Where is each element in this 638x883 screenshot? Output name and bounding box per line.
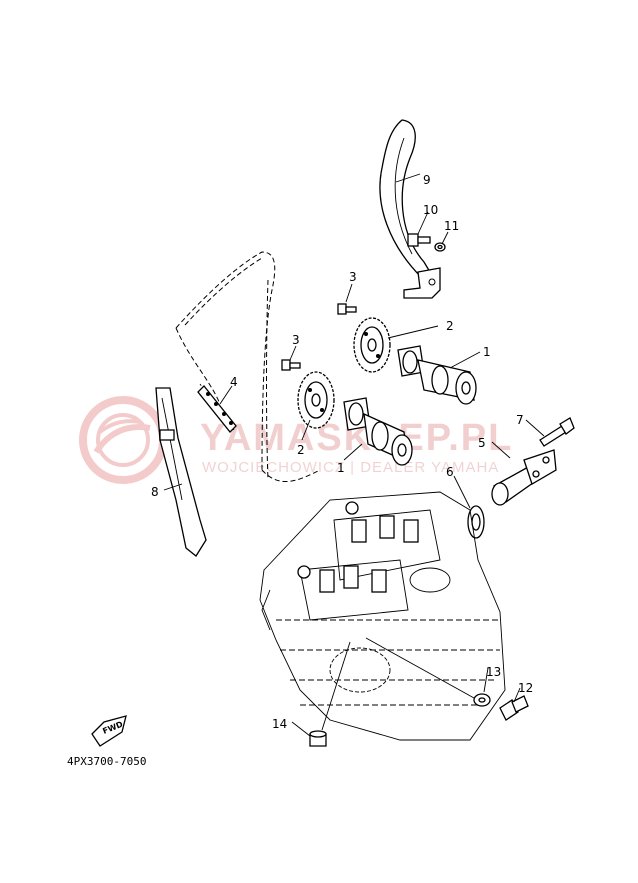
camshaft-upper <box>397 345 477 405</box>
chain-guide-left <box>155 387 207 557</box>
washer-11 <box>434 242 446 252</box>
cam-sprocket-lower <box>297 371 335 429</box>
bolt-3-lower <box>281 359 301 371</box>
callout-12: 12 <box>518 681 533 695</box>
watermark-subtitle: WOJCIECHOWICZ | DEALER YAMAHA <box>202 459 499 476</box>
bolt-7 <box>539 417 575 447</box>
callout-1-upper: 1 <box>483 345 491 359</box>
callout-14: 14 <box>272 717 287 731</box>
chain-guide-upper <box>379 119 441 299</box>
callout-2-lower: 2 <box>297 443 305 457</box>
callout-10: 10 <box>423 203 438 217</box>
valve-train <box>297 501 419 593</box>
callout-4: 4 <box>230 375 238 389</box>
callout-6: 6 <box>446 465 454 479</box>
callout-8: 8 <box>151 485 159 499</box>
dowel-pin-14 <box>309 730 327 747</box>
bolt-10 <box>407 233 431 247</box>
diagram-code: 4PX3700-7050 <box>67 755 146 768</box>
callout-13: 13 <box>486 665 501 679</box>
bolt-3-upper <box>337 303 357 315</box>
callout-2-upper: 2 <box>446 319 454 333</box>
chain-links-4 <box>197 385 237 433</box>
callout-9: 9 <box>423 173 431 187</box>
bolt-12 <box>499 695 529 721</box>
chain-tensioner-5 <box>491 449 557 506</box>
callout-3-upper: 3 <box>349 270 357 284</box>
washer-13 <box>473 693 491 707</box>
leader-lines <box>163 173 545 737</box>
cam-sprocket-upper <box>353 317 391 373</box>
callout-11: 11 <box>444 219 459 233</box>
callout-3-lower: 3 <box>292 333 300 347</box>
callout-labels: 9 10 11 3 2 1 3 4 7 5 2 1 6 8 13 12 14 <box>151 173 533 731</box>
camshaft-lower <box>343 397 413 466</box>
gasket-6 <box>467 505 485 539</box>
callout-5: 5 <box>478 436 486 450</box>
callout-1-lower: 1 <box>337 461 345 475</box>
cylinder-head <box>259 491 506 741</box>
fwd-arrow-icon: FWD <box>91 715 127 747</box>
yamaha-tuning-fork-logo-icon <box>79 396 167 484</box>
callout-7: 7 <box>516 413 524 427</box>
